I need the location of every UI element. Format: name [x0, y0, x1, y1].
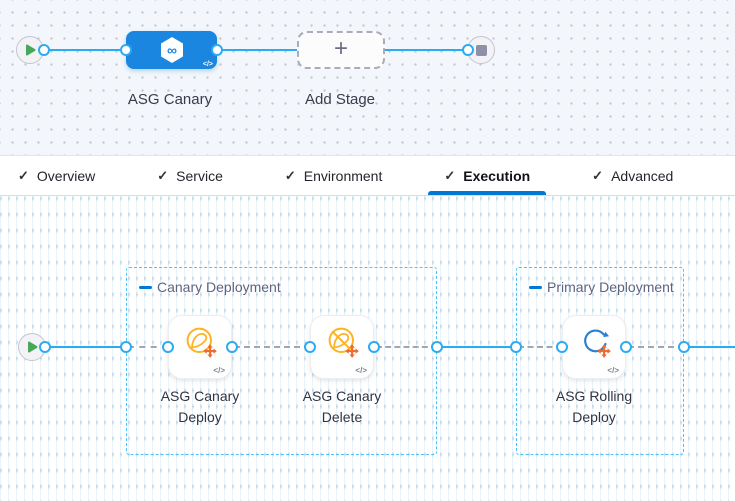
check-icon: ✓ [592, 167, 604, 183]
step-node-asg-rolling-deploy[interactable]: </> [562, 315, 626, 379]
group-label: Canary Deployment [139, 279, 281, 295]
play-icon [26, 44, 36, 56]
step-node-asg-canary-deploy[interactable]: </> [168, 315, 232, 379]
tab-environment[interactable]: ✓ Environment [269, 156, 399, 195]
asg-canary-deploy-icon [186, 327, 217, 358]
group-dash-icon [529, 285, 542, 289]
tab-label: Environment [303, 167, 383, 184]
node-port[interactable] [39, 341, 51, 353]
step-group-primary-deployment[interactable]: Primary Deployment [516, 267, 684, 455]
check-icon: ✓ [157, 167, 169, 183]
pipeline-stage-canvas[interactable]: ∞ </> ASG Canary + Add Stage [0, 0, 735, 156]
check-icon: ✓ [18, 167, 29, 183]
connector-edge-dashed [128, 346, 168, 348]
active-tab-underline [428, 191, 547, 195]
tab-label: Service [176, 167, 223, 184]
group-dash-icon [139, 285, 152, 289]
tab-service[interactable]: ✓ Service [141, 156, 239, 195]
node-port[interactable] [431, 341, 443, 353]
node-port[interactable] [556, 341, 568, 353]
connector-edge-dashed [234, 346, 310, 348]
tab-overview[interactable]: ✓ Overview [2, 156, 111, 195]
node-port[interactable] [462, 44, 474, 56]
execution-canvas[interactable]: Canary Deployment </> ASG Canary Deploy … [0, 196, 735, 501]
plus-icon: + [333, 34, 348, 62]
node-port[interactable] [678, 341, 690, 353]
stage-label: ASG Canary [127, 91, 213, 108]
connector-edge-dashed [628, 346, 684, 348]
step-label: ASG Canary Delete [302, 388, 382, 425]
connector-edge [684, 345, 735, 348]
tab-label: Advanced [611, 167, 674, 184]
tab-advanced[interactable]: ✓ Advanced [576, 156, 689, 195]
play-icon [28, 341, 38, 353]
connector-edge [216, 48, 298, 51]
code-view-icon[interactable]: </> [202, 61, 213, 68]
stage-tab-bar: ✓ Overview ✓ Service ✓ Environment ✓ Exe… [0, 156, 735, 196]
code-view-icon[interactable]: </> [213, 366, 225, 375]
node-port[interactable] [510, 341, 522, 353]
node-port[interactable] [226, 341, 238, 353]
node-port[interactable] [38, 44, 50, 56]
stop-icon [475, 44, 487, 56]
connector-edge [48, 345, 126, 348]
deploy-stage-icon: ∞ [160, 37, 183, 63]
add-stage-button[interactable]: + [297, 31, 385, 69]
connector-edge [437, 345, 516, 348]
connector-edge [384, 48, 464, 51]
node-port[interactable] [162, 341, 174, 353]
node-port[interactable] [211, 44, 223, 56]
tab-execution[interactable]: ✓ Execution [428, 156, 547, 195]
step-label: ASG Canary Deploy [160, 388, 240, 425]
stage-node-asg-canary[interactable]: ∞ </> [126, 31, 217, 69]
check-icon: ✓ [284, 167, 296, 183]
step-group-canary-deployment[interactable]: Canary Deployment [126, 267, 437, 455]
asg-rolling-deploy-icon [584, 329, 611, 358]
code-view-icon[interactable]: </> [607, 366, 619, 375]
node-port[interactable] [304, 341, 316, 353]
connector-edge [46, 48, 128, 51]
asg-canary-delete-icon [328, 327, 359, 358]
node-port[interactable] [120, 44, 132, 56]
group-label: Primary Deployment [529, 279, 674, 295]
tab-label: Execution [463, 167, 531, 184]
step-node-asg-canary-delete[interactable]: </> [310, 315, 374, 379]
connector-edge-dashed [518, 346, 562, 348]
node-port[interactable] [620, 341, 632, 353]
node-port[interactable] [368, 341, 380, 353]
check-icon: ✓ [444, 167, 456, 183]
step-label: ASG Rolling Deploy [555, 388, 633, 425]
tab-label: Overview [36, 167, 96, 184]
connector-edge-dashed [376, 346, 437, 348]
infinity-glyph: ∞ [167, 42, 177, 58]
node-port[interactable] [120, 341, 132, 353]
code-view-icon[interactable]: </> [355, 366, 367, 375]
add-stage-label: Add Stage [304, 91, 376, 108]
